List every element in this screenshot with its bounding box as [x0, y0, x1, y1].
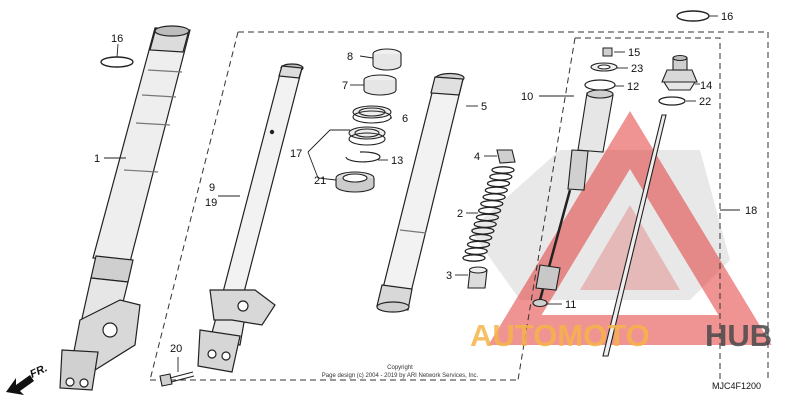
callout-12: 12 [627, 81, 639, 93]
spacer-part-3 [467, 266, 488, 289]
o-ring-part-12 [584, 79, 616, 91]
o-ring-part-16-left [100, 56, 134, 68]
callout-14: 14 [700, 80, 712, 92]
copyright-text: Page design (c) 2004 - 2019 by ARI Netwo… [322, 373, 479, 379]
callout-18: 18 [745, 205, 757, 217]
spring-coil [482, 193, 506, 201]
leader-lines [104, 15, 740, 372]
spring-coil [486, 179, 511, 188]
callout-11: 11 [565, 299, 576, 311]
washer-part-23 [590, 62, 618, 72]
callout-2: 2 [457, 208, 463, 220]
callout-23: 23 [631, 63, 643, 75]
direction-label: FR. [28, 362, 49, 380]
callout-8: 8 [347, 51, 353, 63]
diagram-code: MJC4F1200 [712, 381, 761, 391]
callout-3: 3 [446, 270, 452, 282]
callout-1: 1 [94, 153, 100, 165]
assembly-frame [149, 31, 769, 381]
bolt-part-20 [159, 371, 195, 387]
callout-5: 5 [481, 101, 487, 113]
cap-part-8 [372, 48, 402, 71]
oil-seal-part-6 [352, 105, 392, 124]
ring-part-7 [363, 74, 397, 96]
front-direction-arrow-icon: FR. [6, 362, 49, 395]
callout-16-right: 16 [721, 11, 733, 23]
o-ring-part-22 [658, 96, 686, 106]
watermark-word-b: HUB [705, 318, 772, 353]
callout-6: 6 [402, 113, 408, 125]
fork-outer-tube-part-1 [59, 25, 191, 391]
nut-part-15 [602, 47, 613, 57]
callout-16-left: 16 [111, 33, 123, 45]
watermark-word-a: AUTOMOTO [470, 318, 650, 353]
callout-17: 17 [290, 148, 302, 160]
fork-cap-bolt-part-14 [661, 54, 698, 91]
seal-part-17 [348, 126, 386, 146]
spring-coil [491, 166, 515, 174]
callout-labels: 1 2 3 4 5 6 7 8 9 19 10 11 12 13 14 15 1… [94, 11, 757, 355]
dust-seal-part-21 [335, 171, 375, 193]
callout-21: 21 [314, 175, 326, 187]
callout-10: 10 [521, 91, 533, 103]
damper-cartridge-part-10 [535, 89, 614, 301]
callout-15: 15 [628, 47, 640, 59]
copyright-title: Copyright [387, 365, 413, 371]
circlip-part-13 [345, 151, 381, 163]
damper-rod [602, 114, 667, 357]
callout-22: 22 [699, 96, 711, 108]
spring-coil [462, 254, 486, 262]
spring-coil [489, 172, 513, 181]
callout-7: 7 [342, 80, 348, 92]
callout-9: 9 [209, 182, 215, 194]
callout-13: 13 [391, 155, 403, 167]
cartridge-frame [517, 37, 721, 381]
watermark-text: AUTOMOTO HUB [470, 318, 772, 353]
spring-coil [484, 186, 508, 195]
callout-19: 19 [205, 197, 217, 209]
callout-4: 4 [474, 151, 480, 163]
spring-seat-part-4 [496, 149, 516, 164]
spring-coil [464, 247, 488, 256]
slider-tube-part-5 [376, 72, 465, 313]
fork-spring-part-2 [462, 166, 515, 262]
callout-20: 20 [170, 343, 182, 355]
washer-part-11 [532, 298, 548, 308]
fork-inner-tube-part-9 [197, 63, 304, 373]
o-ring-part-16-right [676, 10, 710, 22]
